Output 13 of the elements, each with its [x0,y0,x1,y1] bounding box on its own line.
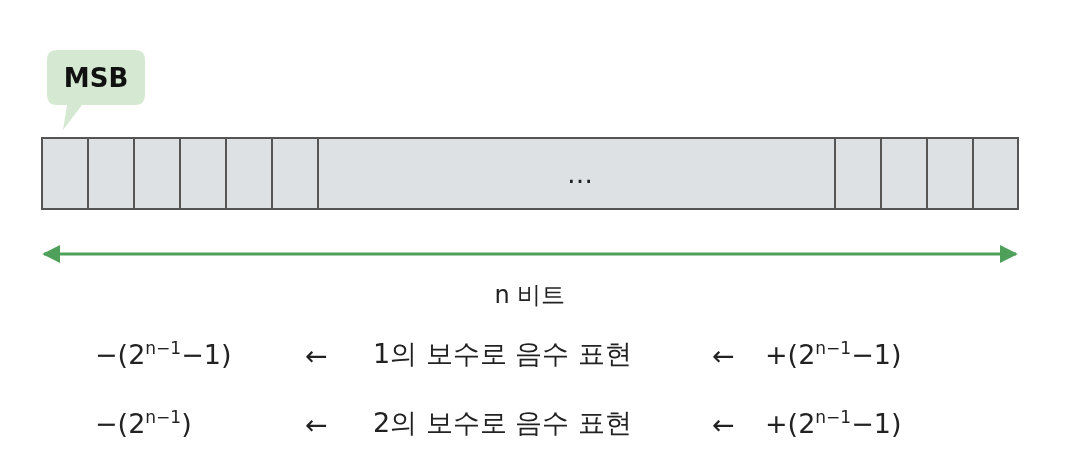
arrow-symbol: ← [305,342,328,369]
formula-text: 2의 보수로 음수 표현 [373,409,632,436]
formula-text: +(2$^{n−1}$−1) [765,409,902,437]
ellipsis-text: … [567,161,593,187]
formula-text: 1의 보수로 음수 표현 [373,340,632,367]
arrow-symbol: ← [712,411,735,438]
width-label: n 비트 [494,283,566,307]
formula-text: +(2$^{n−1}$−1) [765,340,902,368]
formula-text: −(2$^{n−1}$) [95,409,192,437]
speech-bubble: MSB [47,50,145,130]
arrow-symbol: ← [305,411,328,438]
formula-text: −(2$^{n−1}$−1) [95,340,232,368]
arrow-symbol: ← [712,342,735,369]
